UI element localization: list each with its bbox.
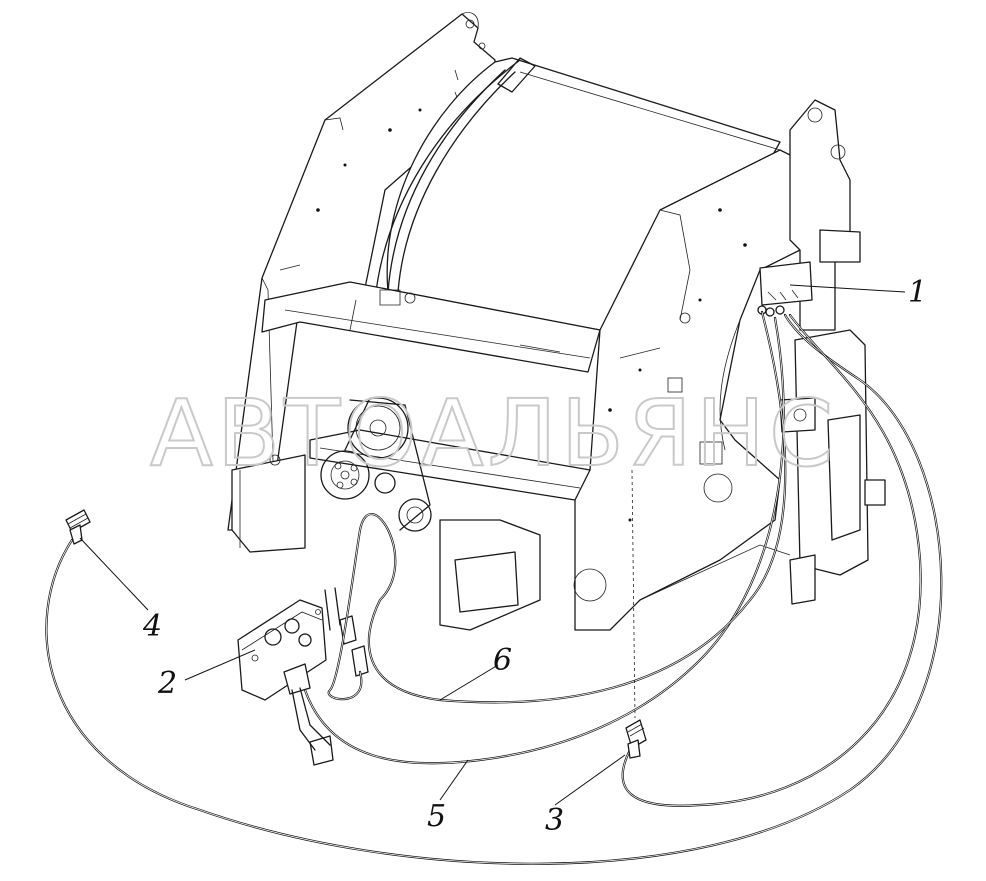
callout-6: 6 [493, 643, 512, 678]
drum-housing [374, 57, 781, 331]
drive-pulleys [320, 397, 432, 532]
leader-lines [79, 284, 906, 806]
sensor-left [65, 509, 91, 545]
cable-harness [45, 310, 943, 865]
watermark: АВТОАЛЬЯНС [150, 380, 837, 487]
front-frame-beams [261, 281, 601, 631]
harness-junction [757, 305, 785, 317]
callout-2: 2 [157, 666, 177, 701]
control-box [237, 599, 334, 766]
callout-1: 1 [908, 275, 927, 310]
callout-4: 4 [142, 609, 162, 644]
right-mount-column [759, 99, 886, 605]
connector-plugs [324, 587, 369, 677]
sensor-right [625, 469, 647, 759]
callout-5: 5 [427, 799, 446, 834]
callout-3: 3 [545, 803, 564, 838]
